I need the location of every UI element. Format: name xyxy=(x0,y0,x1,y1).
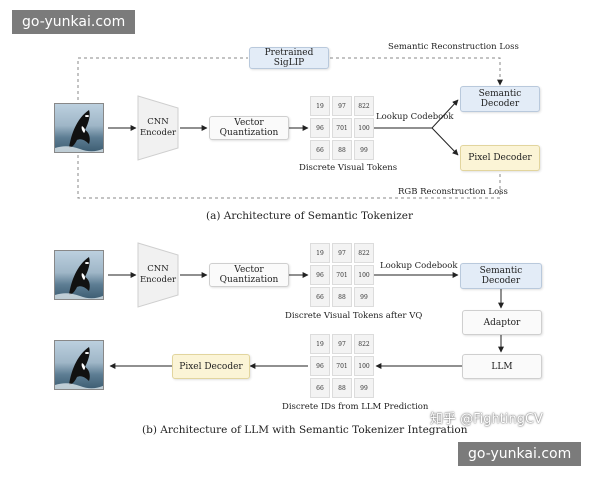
token-cell: 100 xyxy=(354,118,374,138)
watermark-bottom: go-yunkai.com xyxy=(458,442,582,466)
token-cell: 96 xyxy=(310,118,330,138)
token-cell: 66 xyxy=(310,287,330,307)
token-cell: 88 xyxy=(332,287,352,307)
token-cell: 88 xyxy=(332,140,352,160)
ids-from-llm-label: Discrete IDs from LLM Prediction xyxy=(282,402,429,412)
token-cell: 701 xyxy=(332,265,352,285)
llm-id-grid: 19 97 822 96 701 100 66 88 99 xyxy=(310,334,374,398)
semantic-loss-path-right xyxy=(330,57,503,86)
pixel-decoder-a: Pixel Decoder xyxy=(460,145,540,171)
token-cell: 96 xyxy=(310,265,330,285)
token-cell: 96 xyxy=(310,356,330,376)
token-cell: 97 xyxy=(332,243,352,263)
vector-quantization-a: Vector Quantization xyxy=(209,116,289,140)
token-cell: 19 xyxy=(310,243,330,263)
rgb-reconstruction-loss-label: RGB Reconstruction Loss xyxy=(398,187,508,197)
semantic-decoder-b: Semantic Decoder xyxy=(460,263,542,289)
llm-box: LLM xyxy=(462,354,542,379)
token-cell: 99 xyxy=(354,287,374,307)
zhihu-watermark: 知乎 @FightingCV xyxy=(430,412,543,427)
vector-quantization-b: Vector Quantization xyxy=(209,263,289,287)
token-cell: 66 xyxy=(310,140,330,160)
semantic-loss-path xyxy=(77,57,248,100)
discrete-token-grid-b: 19 97 822 96 701 100 66 88 99 xyxy=(310,243,374,307)
watermark-top: go-yunkai.com xyxy=(12,10,136,34)
rgb-loss-path xyxy=(77,155,501,199)
token-cell: 701 xyxy=(332,356,352,376)
orca-input-image-a xyxy=(54,103,104,153)
lookup-codebook-label-b: Lookup Codebook xyxy=(380,261,458,271)
token-cell: 822 xyxy=(354,334,374,354)
semantic-decoder-a: Semantic Decoder xyxy=(460,86,540,112)
cnn-encoder-a: CNN Encoder xyxy=(139,117,177,138)
cnn-encoder-shape-a xyxy=(137,95,179,161)
caption-part-b: (b) Architecture of LLM with Semantic To… xyxy=(142,424,468,436)
caption-part-a: (a) Architecture of Semantic Tokenizer xyxy=(206,210,413,222)
pretrained-siglip-box: Pretrained SigLIP xyxy=(249,47,329,69)
token-cell: 100 xyxy=(354,265,374,285)
token-cell: 100 xyxy=(354,356,374,376)
token-cell: 19 xyxy=(310,334,330,354)
token-cell: 701 xyxy=(332,118,352,138)
semantic-reconstruction-loss-label: Semantic Reconstruction Loss xyxy=(388,42,519,52)
lookup-codebook-label-a: Lookup Codebook xyxy=(376,112,454,122)
token-cell: 99 xyxy=(354,140,374,160)
pixel-decoder-b: Pixel Decoder xyxy=(172,354,250,379)
token-cell: 97 xyxy=(332,334,352,354)
orca-input-image-b xyxy=(54,250,104,300)
token-cell: 99 xyxy=(354,378,374,398)
adaptor-box: Adaptor xyxy=(462,310,542,335)
discrete-token-grid-a: 19 97 822 96 701 100 66 88 99 xyxy=(310,96,374,160)
cnn-encoder-b: CNN Encoder xyxy=(139,264,177,285)
token-cell: 822 xyxy=(354,96,374,116)
cnn-encoder-shape-b xyxy=(137,242,179,308)
token-cell: 88 xyxy=(332,378,352,398)
token-cell: 66 xyxy=(310,378,330,398)
token-cell: 97 xyxy=(332,96,352,116)
orca-output-image xyxy=(54,340,104,390)
discrete-visual-tokens-label: Discrete Visual Tokens xyxy=(299,163,398,173)
token-cell: 19 xyxy=(310,96,330,116)
tokens-after-vq-label: Discrete Visual Tokens after VQ xyxy=(285,311,423,321)
token-cell: 822 xyxy=(354,243,374,263)
